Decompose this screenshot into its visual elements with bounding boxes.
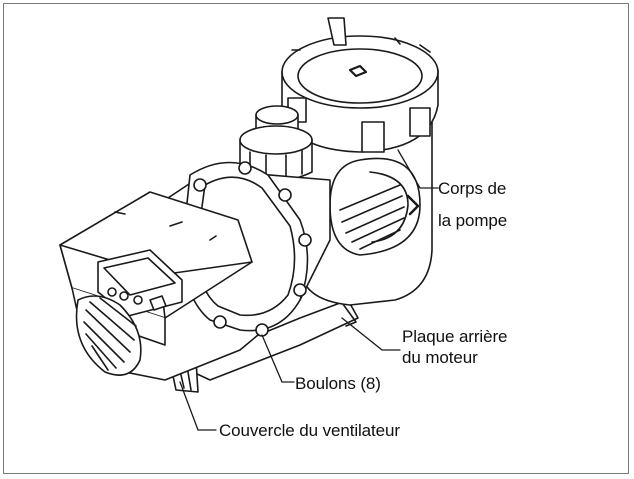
label-motor-back-plate: Plaque arrière du moteur	[402, 326, 507, 368]
label-fan-cover: Couvercle du ventilateur	[219, 421, 400, 440]
bolt-icon	[278, 188, 292, 202]
fan-cover	[75, 295, 142, 376]
bolt-icon	[213, 315, 227, 329]
label-pump-body-line2: la pompe	[438, 211, 508, 230]
label-pump-body: Corps de la pompe	[438, 178, 507, 231]
button-icon	[119, 291, 129, 301]
bolt-icon	[255, 323, 269, 337]
bolt-icon	[238, 161, 252, 175]
button-icon	[133, 295, 143, 305]
leader-boulons	[261, 334, 295, 383]
label-motor-back-plate-line2: du moteur	[402, 348, 478, 367]
pump-body	[299, 119, 433, 306]
leader-couvercle	[179, 381, 217, 431]
figure-frame	[3, 3, 629, 474]
bolt-icon	[193, 178, 207, 192]
label-motor-back-plate-line1: Plaque arrière	[402, 327, 508, 346]
bolt-icon	[298, 233, 312, 247]
label-bolts: Boulons (8)	[295, 374, 381, 393]
keypad-module	[97, 249, 183, 317]
label-pump-body-line1: Corps de	[438, 179, 507, 198]
strainer-lid	[281, 17, 439, 153]
bolt-icon	[293, 283, 307, 297]
leader-plaque	[341, 317, 401, 351]
leader-lines	[179, 149, 439, 431]
button-icon	[107, 287, 117, 297]
leader-corps	[397, 149, 439, 189]
